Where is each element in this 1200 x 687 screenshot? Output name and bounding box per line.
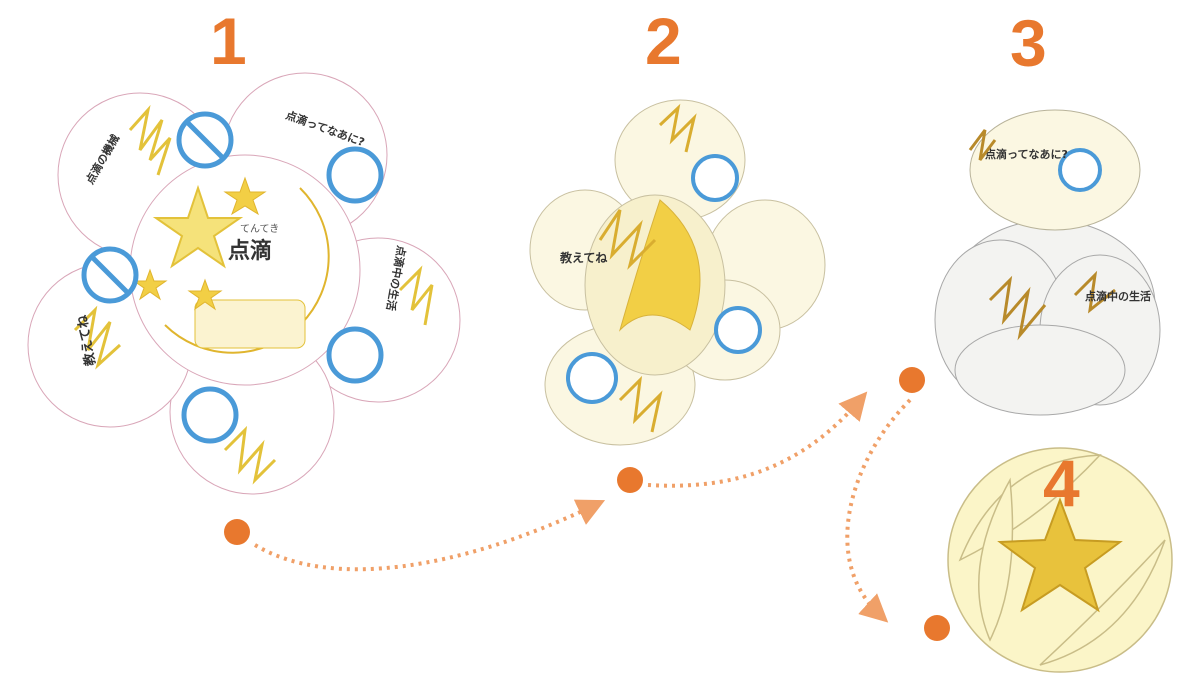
no-sign-icon [566, 352, 618, 404]
flow-arrow-2-to-3 [617, 391, 868, 493]
zigzag-star-decoration [618, 375, 663, 433]
small-star [223, 176, 267, 216]
name-label-box [194, 299, 306, 349]
step-3-ball-assembling: 点滴ってなあに? 点滴中の生活 [934, 109, 1161, 416]
crescent-moon [164, 187, 330, 354]
zigzag-star-decoration [658, 103, 697, 153]
star-decoration [997, 497, 1123, 613]
step-number-2: 2 [645, 4, 682, 78]
small-star [187, 278, 223, 311]
step-number-3: 3 [1010, 6, 1047, 80]
card-title: 点滴中の生活 [1085, 289, 1151, 303]
step-number-4: 4 [1043, 446, 1080, 520]
flow-arrow-3-to-4 [845, 367, 950, 641]
zigzag-star-decoration [968, 129, 997, 161]
zigzag-star-decoration [223, 425, 277, 485]
no-sign-icon [1058, 148, 1102, 192]
zigzag-star-decoration [128, 104, 172, 176]
tenteki-title: 点滴 [228, 238, 272, 264]
zigzag-star-decoration [398, 265, 434, 326]
no-sign-icon [326, 326, 384, 384]
step-4-finished-ball [947, 447, 1173, 673]
flow-arrow-1-to-2 [224, 499, 606, 572]
top-card [969, 109, 1141, 231]
big-star [152, 184, 244, 269]
no-sign-icon [714, 306, 762, 354]
no-sign-icon [326, 146, 384, 204]
zigzag-star-decoration [1073, 270, 1116, 314]
no-sign-icon [691, 154, 739, 202]
step-2-partly-folded: 教えてね [529, 99, 826, 446]
step-1-flat-template: てんてき 点滴 点滴ってなあに? 点滴の機械 点滴中の生活 教えてね [27, 72, 461, 495]
small-star [132, 268, 168, 301]
moon-fragment [618, 199, 701, 332]
no-sign-icon [176, 111, 234, 169]
card-title: 教えてね [559, 250, 607, 265]
step-number-1: 1 [210, 4, 247, 78]
card-title: 点滴ってなあに? [985, 147, 1068, 161]
no-sign-icon [181, 386, 239, 444]
zigzag-star-decoration [73, 305, 122, 370]
zigzag-star-decoration [598, 209, 657, 270]
zigzag-star-decoration [988, 275, 1047, 341]
tenteki-ruby: てんてき [240, 223, 279, 235]
no-sign-icon [81, 246, 139, 304]
